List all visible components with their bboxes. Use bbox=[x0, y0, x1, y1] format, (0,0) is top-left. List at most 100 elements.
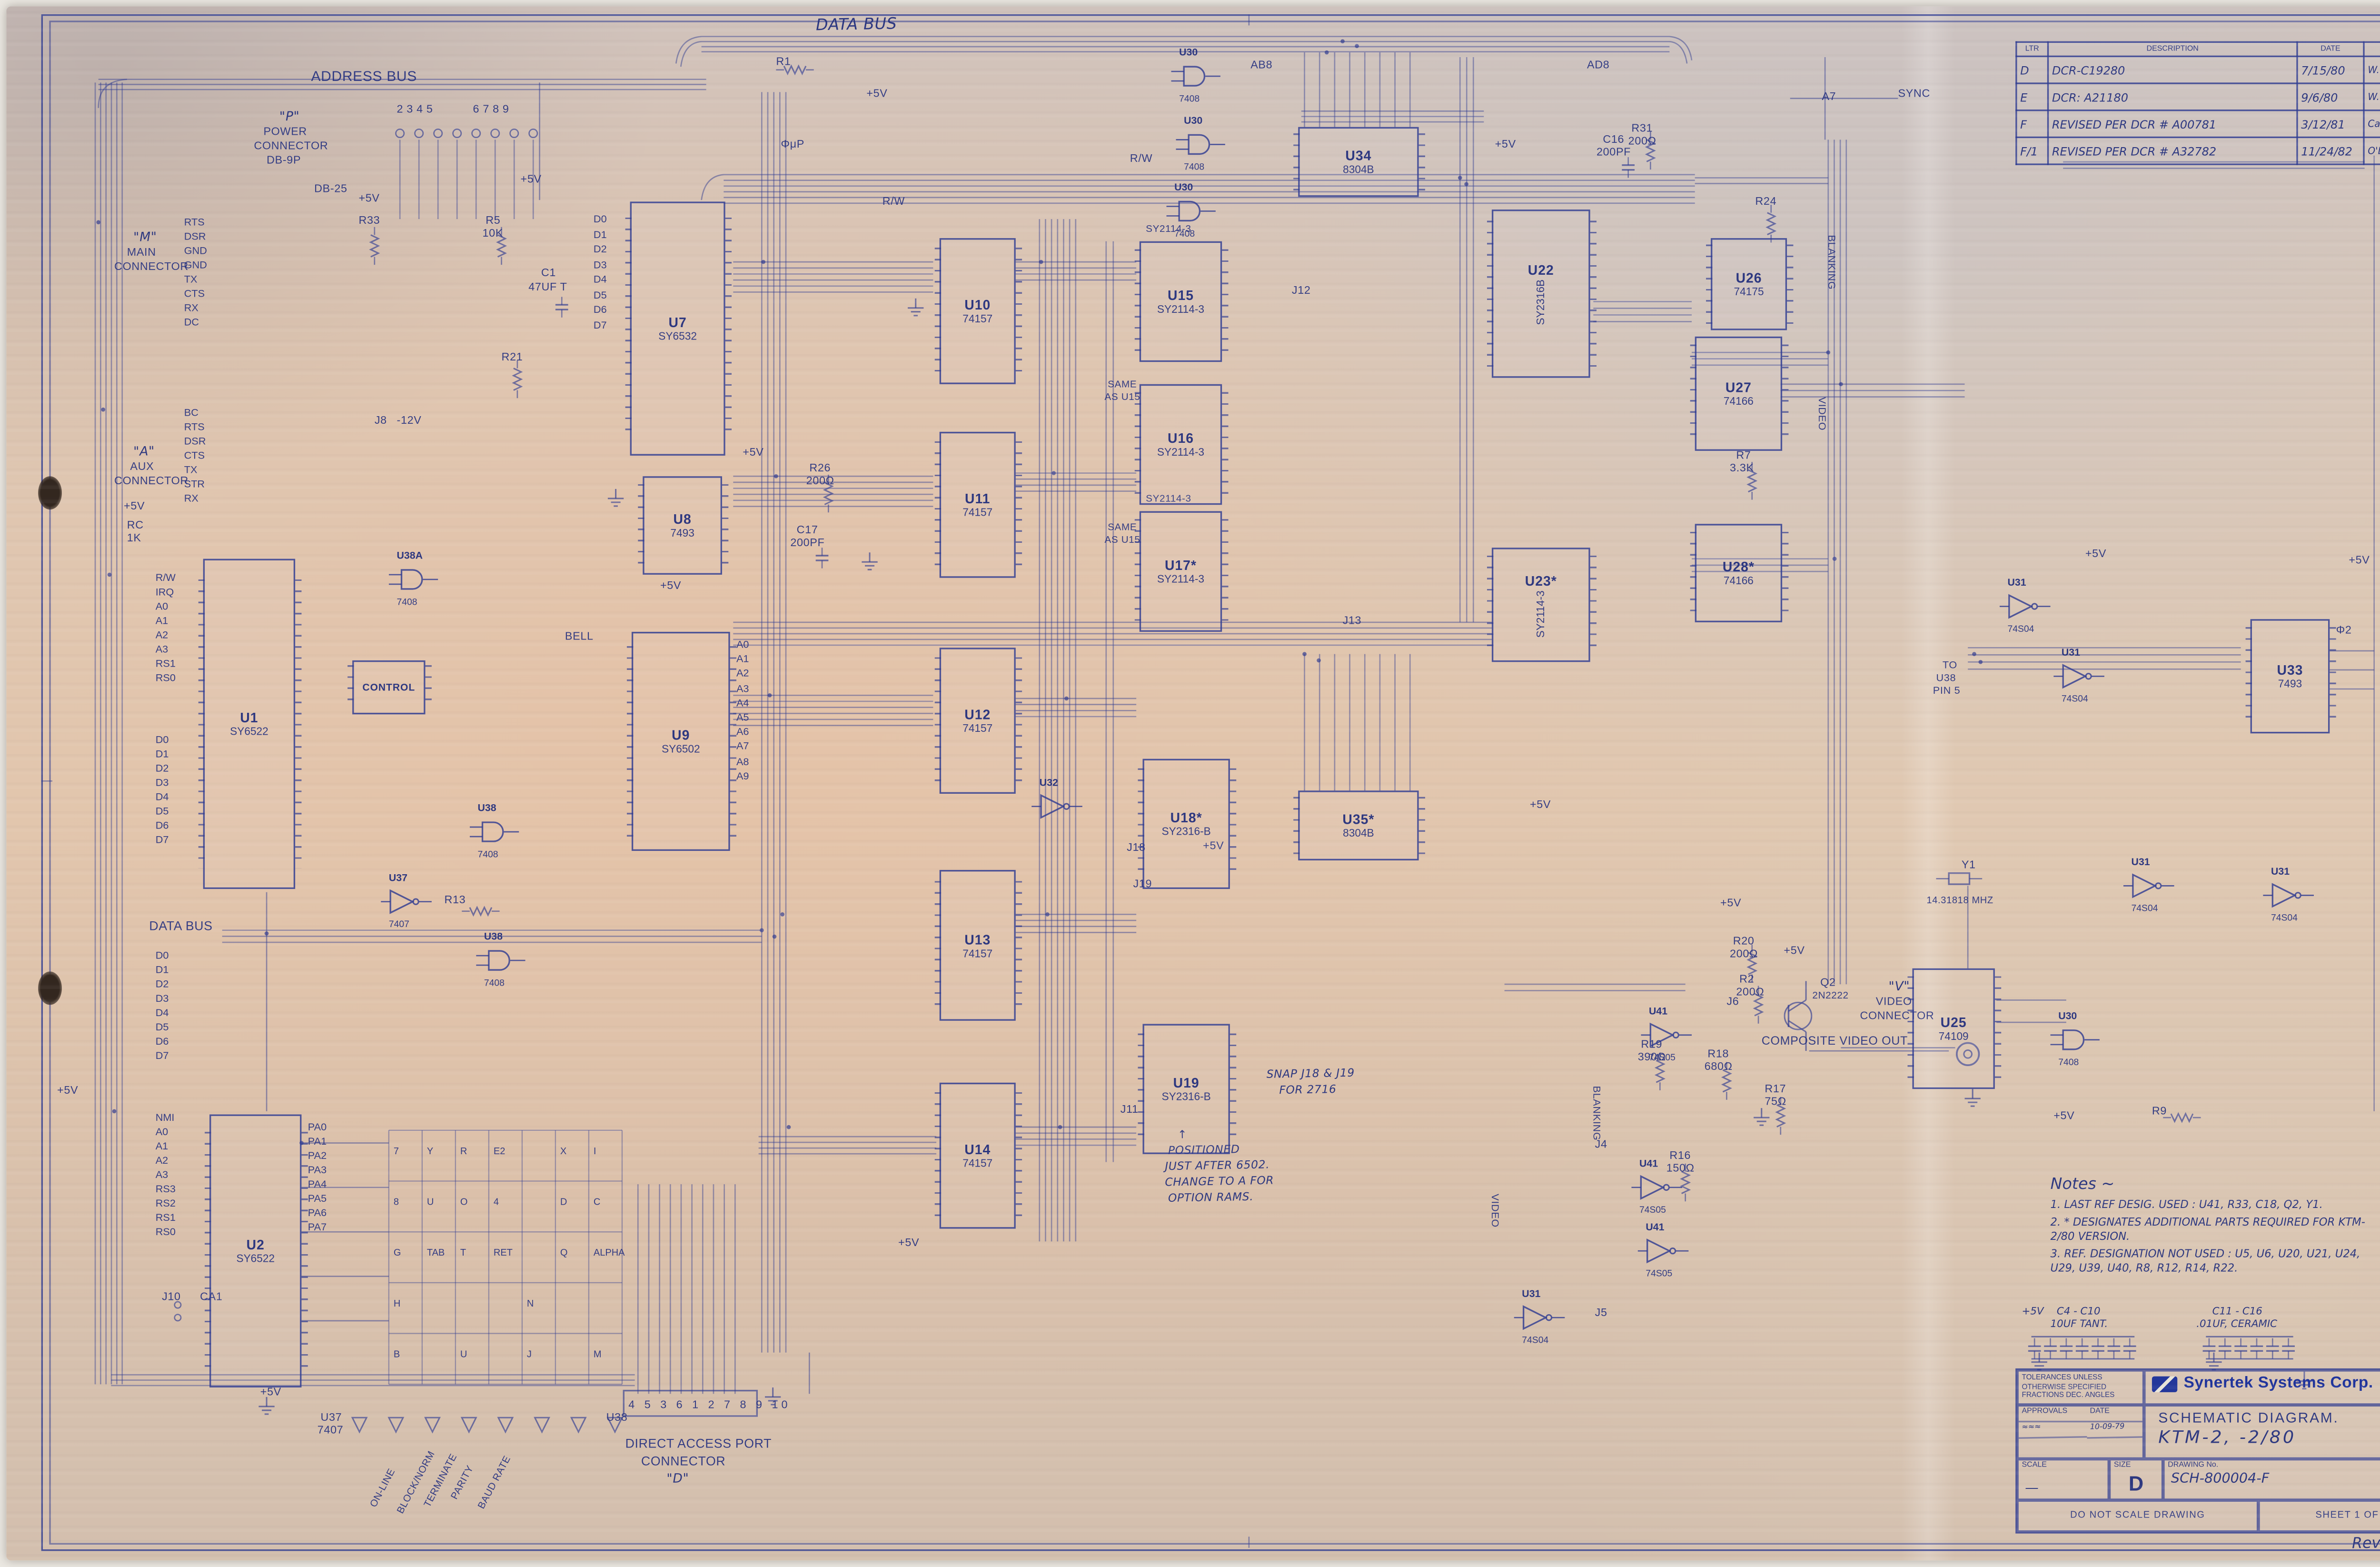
pin-stack: PA0 PA1 PA2 PA3 PA4 PA5 PA6 PA7 bbox=[307, 1122, 327, 1234]
gate-ref: U41 bbox=[1646, 1222, 1665, 1234]
ic-u17: U17*SY2114-3 bbox=[1134, 511, 1228, 632]
matrix-cell: Q bbox=[560, 1249, 568, 1259]
matrix-cell: O bbox=[460, 1198, 468, 1208]
gate-ref: U30 bbox=[1174, 182, 1193, 194]
synertek-logo-icon bbox=[2152, 1375, 2178, 1392]
ic-ref: U35* bbox=[1342, 811, 1375, 828]
label-db-25: DB-25 bbox=[314, 184, 347, 196]
approval-date: 10-09-79 bbox=[2086, 1422, 2142, 1439]
label-200pf: 200PF bbox=[1597, 148, 1631, 159]
gate-part-number: 7408 bbox=[397, 598, 417, 608]
ic-ref: U9 bbox=[672, 727, 690, 743]
cap-bank-group2-range: C11 - C16 bbox=[2212, 1305, 2262, 1318]
matrix-cell: RET bbox=[493, 1249, 513, 1259]
scale-value: — bbox=[2025, 1481, 2039, 1497]
label-2-3-4-5: 2 3 4 5 bbox=[397, 105, 433, 116]
ic-ref: U28* bbox=[1722, 559, 1755, 575]
label-1k: 1K bbox=[127, 533, 141, 545]
drawing-title: SCHEMATIC DIAGRAM. bbox=[2158, 1409, 2339, 1426]
inverter-gate-icon bbox=[2123, 873, 2174, 898]
rev-description: DCR-C19280 bbox=[2047, 55, 2298, 84]
label-d: "D" bbox=[666, 1471, 689, 1486]
label-data-bus: DATA BUS bbox=[815, 16, 897, 35]
label-5v: +5V bbox=[743, 448, 764, 459]
do-not-scale-note: DO NOT SCALE DRAWING bbox=[2017, 1500, 2259, 1532]
ic-ref: U11 bbox=[965, 490, 991, 507]
label-r16: R16 bbox=[1669, 1151, 1691, 1162]
and-gate-icon bbox=[1171, 66, 1220, 87]
ic-part-number: SY2316-B bbox=[1161, 827, 1211, 838]
pin-stack: BC RTS DSR CTS TX STR RX bbox=[184, 408, 206, 505]
label-4-5-3-6-1-2-7-8-9-10: 4 5 3 6 1 2 7 8 9 10 bbox=[628, 1400, 791, 1411]
label-snap-j18-j19: SNAP J18 & J19 bbox=[1266, 1067, 1355, 1081]
label-to: TO bbox=[1942, 660, 1957, 672]
label-direct-access-port: DIRECT ACCESS PORT bbox=[625, 1437, 772, 1451]
label-c17: C17 bbox=[796, 525, 818, 537]
rev-date: 11/24/82 bbox=[2296, 136, 2365, 165]
cap-bank-group1-type: 10UF TANT. bbox=[2050, 1317, 2108, 1330]
matrix-cell: T bbox=[460, 1249, 466, 1259]
label-5v: +5V bbox=[898, 1238, 920, 1249]
pin-stack: A0 A1 A2 A3 A4 A5 A6 A7 A8 A9 bbox=[736, 639, 749, 783]
label-2: Φ2 bbox=[2336, 625, 2352, 637]
tolerances-line: TOLERANCES UNLESS bbox=[2022, 1373, 2102, 1381]
inverter-gate-icon bbox=[1631, 1175, 1683, 1200]
label-r18: R18 bbox=[1707, 1049, 1729, 1061]
label-connector: CONNECTOR bbox=[641, 1454, 726, 1468]
label-r2: R2 bbox=[1739, 975, 1755, 986]
label-bell: BELL bbox=[565, 631, 594, 643]
ic-part-number: SY2114-3 bbox=[1157, 305, 1205, 316]
ic-ref: U14 bbox=[964, 1141, 991, 1158]
label-5v: +5V bbox=[57, 1086, 79, 1097]
matrix-cell: B bbox=[393, 1351, 400, 1361]
label-c1: C1 bbox=[541, 268, 556, 279]
sheet-border-outer bbox=[41, 14, 2380, 1551]
label-5v: +5V bbox=[358, 193, 380, 205]
label-r7: R7 bbox=[1736, 450, 1751, 462]
revision-row: E DCR: A21180 9/6/80 W. Kelso bbox=[2015, 82, 2380, 111]
approval-signature: ≈≈≈ bbox=[2018, 1422, 2087, 1439]
label-14-31818-mhz: 14.31818 MHZ bbox=[1926, 897, 1993, 907]
label-r17: R17 bbox=[1765, 1084, 1786, 1096]
ic-ref: U16 bbox=[1167, 430, 1194, 446]
note-item: 1. LAST REF DESIG. USED : U41, R33, C18,… bbox=[2050, 1198, 2323, 1211]
ic-part-number: 7493 bbox=[670, 529, 694, 540]
rev-ltr: E bbox=[2015, 82, 2049, 111]
inverter-gate-icon bbox=[1031, 794, 1082, 819]
matrix-cell: G bbox=[393, 1249, 401, 1259]
ic-ref: U23* bbox=[1525, 572, 1557, 589]
label-y1: Y1 bbox=[1961, 860, 1976, 872]
ic-part-number: SY2316-B bbox=[1161, 1092, 1211, 1104]
matrix-cell: H bbox=[393, 1300, 401, 1310]
label-j4: J4 bbox=[1595, 1139, 1607, 1151]
label-ab8: AB8 bbox=[1250, 60, 1273, 72]
matrix-cell: J bbox=[526, 1351, 532, 1361]
label-150: 150Ω bbox=[1666, 1163, 1695, 1175]
inverter-gate-icon bbox=[1641, 1022, 1692, 1048]
matrix-cell: 4 bbox=[493, 1198, 499, 1208]
gate-ref: U41 bbox=[1639, 1158, 1658, 1170]
and-gate-icon bbox=[476, 950, 526, 971]
label-j6: J6 bbox=[1726, 997, 1739, 1008]
rev-col-ltr: LTR bbox=[2015, 41, 2049, 58]
label-j13: J13 bbox=[1342, 616, 1362, 627]
ic-ref: U7 bbox=[668, 314, 687, 330]
matrix-cell: U bbox=[460, 1351, 467, 1361]
label-5v: +5V bbox=[2349, 555, 2370, 567]
inverter-gate-icon bbox=[1514, 1305, 1565, 1330]
ic-ref: U19 bbox=[1173, 1075, 1200, 1091]
ic-part-number: 74109 bbox=[1938, 1032, 1969, 1043]
label-200pf: 200PF bbox=[790, 538, 825, 549]
gate-part-number: 74S04 bbox=[2061, 694, 2088, 704]
ic-ref: U34 bbox=[1345, 148, 1372, 164]
label-q2: Q2 bbox=[1820, 978, 1836, 989]
gate-part-number: 7408 bbox=[1184, 162, 1205, 172]
gate-ref: U31 bbox=[1522, 1289, 1541, 1300]
